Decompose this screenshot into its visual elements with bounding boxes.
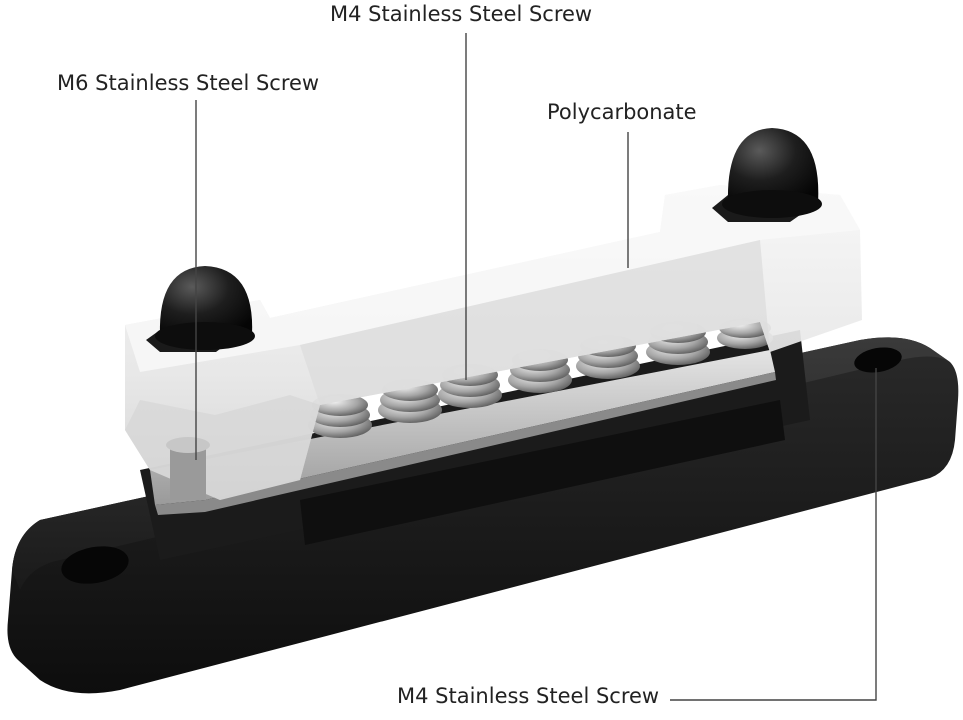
polycarbonate-cover [125, 185, 862, 500]
leader-lines [195, 33, 877, 701]
callout-m4-bottom: M4 Stainless Steel Screw [397, 684, 660, 708]
mounting-hole-right [854, 347, 902, 373]
cap-nut-left [155, 266, 255, 350]
callout-m6-screw: M6 Stainless Steel Screw [57, 71, 320, 95]
mounting-hole-left [61, 546, 129, 584]
metal-bus-bar [150, 350, 776, 515]
leader-m4-bottom [670, 368, 877, 701]
callout-polycarbonate: Polycarbonate [547, 100, 697, 124]
cap-nut-right [722, 128, 822, 218]
callout-m4-top: M4 Stainless Steel Screw [330, 2, 593, 26]
